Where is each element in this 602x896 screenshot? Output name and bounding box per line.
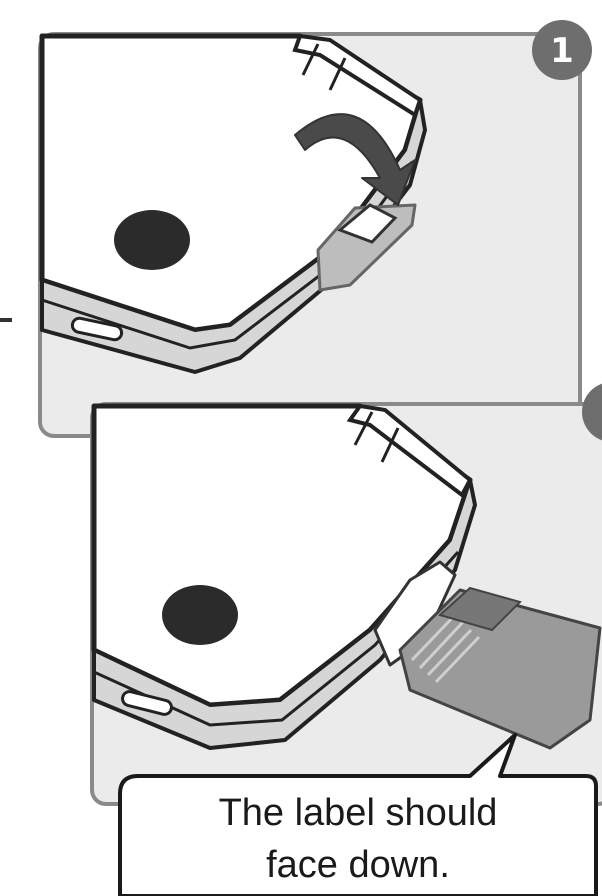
- callout-text-line-2: face down.: [266, 844, 450, 886]
- left-dash-mark: [0, 318, 12, 322]
- step-2-panel: 2: [92, 382, 602, 804]
- callout-text-line-1: The label should: [219, 792, 498, 834]
- step-1-camera-dot: [114, 210, 190, 270]
- step-1-number: 1: [550, 31, 574, 71]
- step-2-camera-dot: [162, 585, 238, 645]
- step-1-panel: 1: [40, 20, 592, 436]
